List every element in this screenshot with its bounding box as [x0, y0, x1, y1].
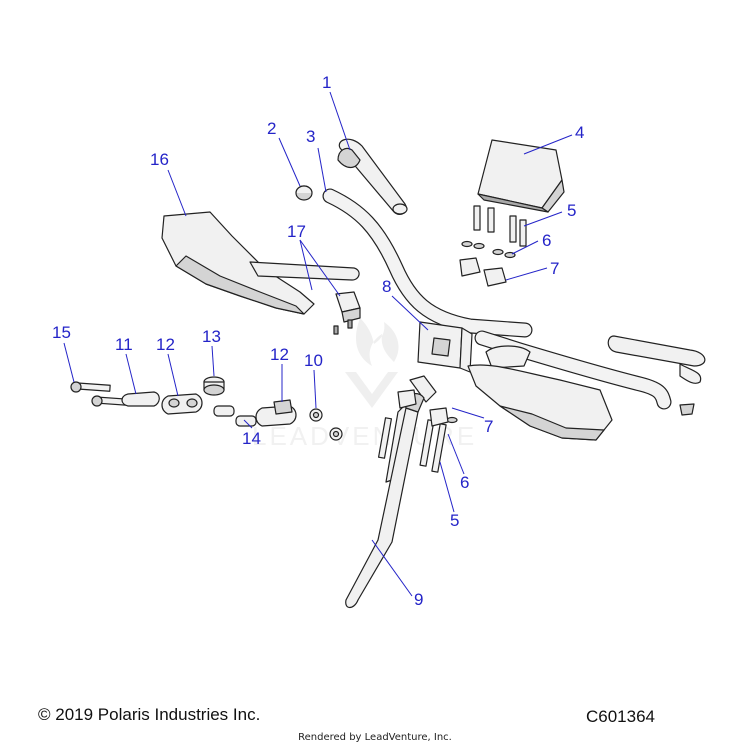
callout-1: 1 — [322, 73, 331, 92]
render-credit: Rendered by LeadVenture, Inc. — [298, 732, 452, 743]
callout-16: 16 — [150, 150, 169, 169]
part-12-clamp-left — [161, 393, 203, 415]
callout-12-right: 12 — [270, 345, 289, 364]
part-14-sleeves — [213, 405, 257, 427]
part-12-clamp-right — [255, 399, 297, 427]
part-15-bolts — [70, 381, 127, 407]
callout-8: 8 — [382, 277, 391, 296]
part-6-washers-upper — [461, 240, 516, 259]
diagram-code: C601364 — [586, 707, 656, 726]
part-17-handguard-clamp — [333, 291, 361, 335]
part-4-crossbar-pad — [477, 139, 565, 213]
callout-13: 13 — [202, 327, 221, 346]
part-5-bolts-lower — [377, 417, 447, 473]
part-5-bolts-upper — [473, 205, 527, 247]
callout-labels: 1 2 3 4 5 6 7 8 9 10 11 12 12 13 14 15 1… — [52, 73, 584, 609]
part-7-clamp-caps-upper — [459, 257, 507, 287]
part-10-spacers — [309, 408, 343, 441]
part-2-end-cap — [295, 185, 313, 201]
right-handguard — [467, 364, 613, 441]
part-16-left-handguard — [161, 211, 360, 315]
copyright-notice: © 2019 Polaris Industries Inc. — [38, 705, 261, 724]
part-11-spacer-plate — [121, 391, 160, 407]
callout-5-upper: 5 — [567, 201, 576, 220]
callout-15: 15 — [52, 323, 71, 342]
callout-4: 4 — [575, 123, 584, 142]
leader-lines — [63, 91, 573, 597]
part-1-grip — [337, 138, 408, 216]
callout-17: 17 — [287, 222, 306, 241]
part-8-riser-clamp — [417, 321, 531, 373]
callout-7-upper: 7 — [550, 259, 559, 278]
callout-3: 3 — [306, 127, 315, 146]
part-13-bushing — [203, 376, 225, 396]
part-9-support-post — [345, 375, 437, 609]
callout-14: 14 — [242, 429, 261, 448]
callout-11: 11 — [115, 335, 133, 354]
callout-6-upper: 6 — [542, 231, 551, 250]
part-7-clamp-caps-lower — [397, 389, 449, 427]
callout-6-lower: 6 — [460, 473, 469, 492]
callout-9: 9 — [414, 590, 423, 609]
part-3-handlebar — [322, 188, 706, 416]
callout-10: 10 — [304, 351, 323, 370]
watermark-logo: LEADVENTURE — [252, 318, 474, 451]
callout-12-left: 12 — [156, 335, 175, 354]
callout-7-lower: 7 — [484, 417, 493, 436]
callout-5-lower: 5 — [450, 511, 459, 530]
callout-2: 2 — [267, 119, 276, 138]
